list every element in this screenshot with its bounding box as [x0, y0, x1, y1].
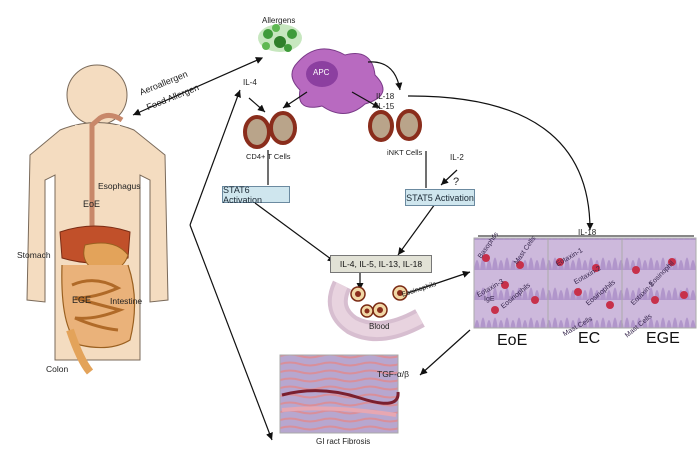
- colon-label: Colon: [46, 364, 69, 374]
- tgf-label: TGF-α/β: [377, 369, 409, 379]
- blood-eosinophils: [350, 285, 408, 318]
- question-mark: ?: [453, 176, 460, 188]
- stat5-box: STAT5 Activation: [405, 189, 475, 206]
- micro-ige: IgE: [484, 296, 495, 303]
- allergens-label: Allergens: [262, 16, 296, 25]
- apc-cell: [291, 48, 384, 114]
- il18-top-label: IL-18: [578, 228, 597, 237]
- fibrosis-label: GI ract Fibrosis: [316, 437, 371, 446]
- intestines: [61, 264, 136, 375]
- inkt-label: iNKT Cells: [387, 148, 423, 157]
- esophagus-label: Esophagus: [98, 181, 141, 191]
- panel-title-ege: EGE: [646, 330, 680, 347]
- cd4-label: CD4+ T Cells: [246, 152, 291, 161]
- blood-vessel: [327, 280, 425, 342]
- cd4-cells: [243, 111, 297, 149]
- intestine-label: Intestine: [110, 296, 143, 306]
- stat6-box: STAT6 Activation: [222, 185, 290, 205]
- tissue-panel-ege: [621, 237, 697, 329]
- il18-label: IL-18: [376, 92, 395, 101]
- inkt-cells: [368, 109, 422, 142]
- tissue-panel-eoe: [473, 237, 549, 329]
- panel-title-ec: EC: [578, 330, 601, 347]
- pathway-arrows: [132, 57, 594, 441]
- stomach-label: Stomach: [17, 250, 51, 260]
- panel-title-eoe: EoE: [497, 332, 528, 349]
- blood-label: Blood: [369, 322, 390, 331]
- ege-body-label: EGE: [72, 295, 92, 305]
- il2-label: IL-2: [450, 153, 464, 162]
- allergen-cluster: [258, 24, 302, 52]
- esophagus-tube: [89, 112, 124, 230]
- fibrosis-panel: [279, 354, 400, 434]
- tissue-panel-ec: [547, 237, 623, 329]
- il15-label: IL-15: [376, 102, 395, 111]
- il4-label: IL-4: [243, 78, 257, 87]
- cytokine-box: IL-4, IL-5, IL-13, IL-18: [330, 255, 432, 273]
- eoe-body-label: EoE: [83, 199, 101, 209]
- apc-label: APC: [313, 68, 330, 77]
